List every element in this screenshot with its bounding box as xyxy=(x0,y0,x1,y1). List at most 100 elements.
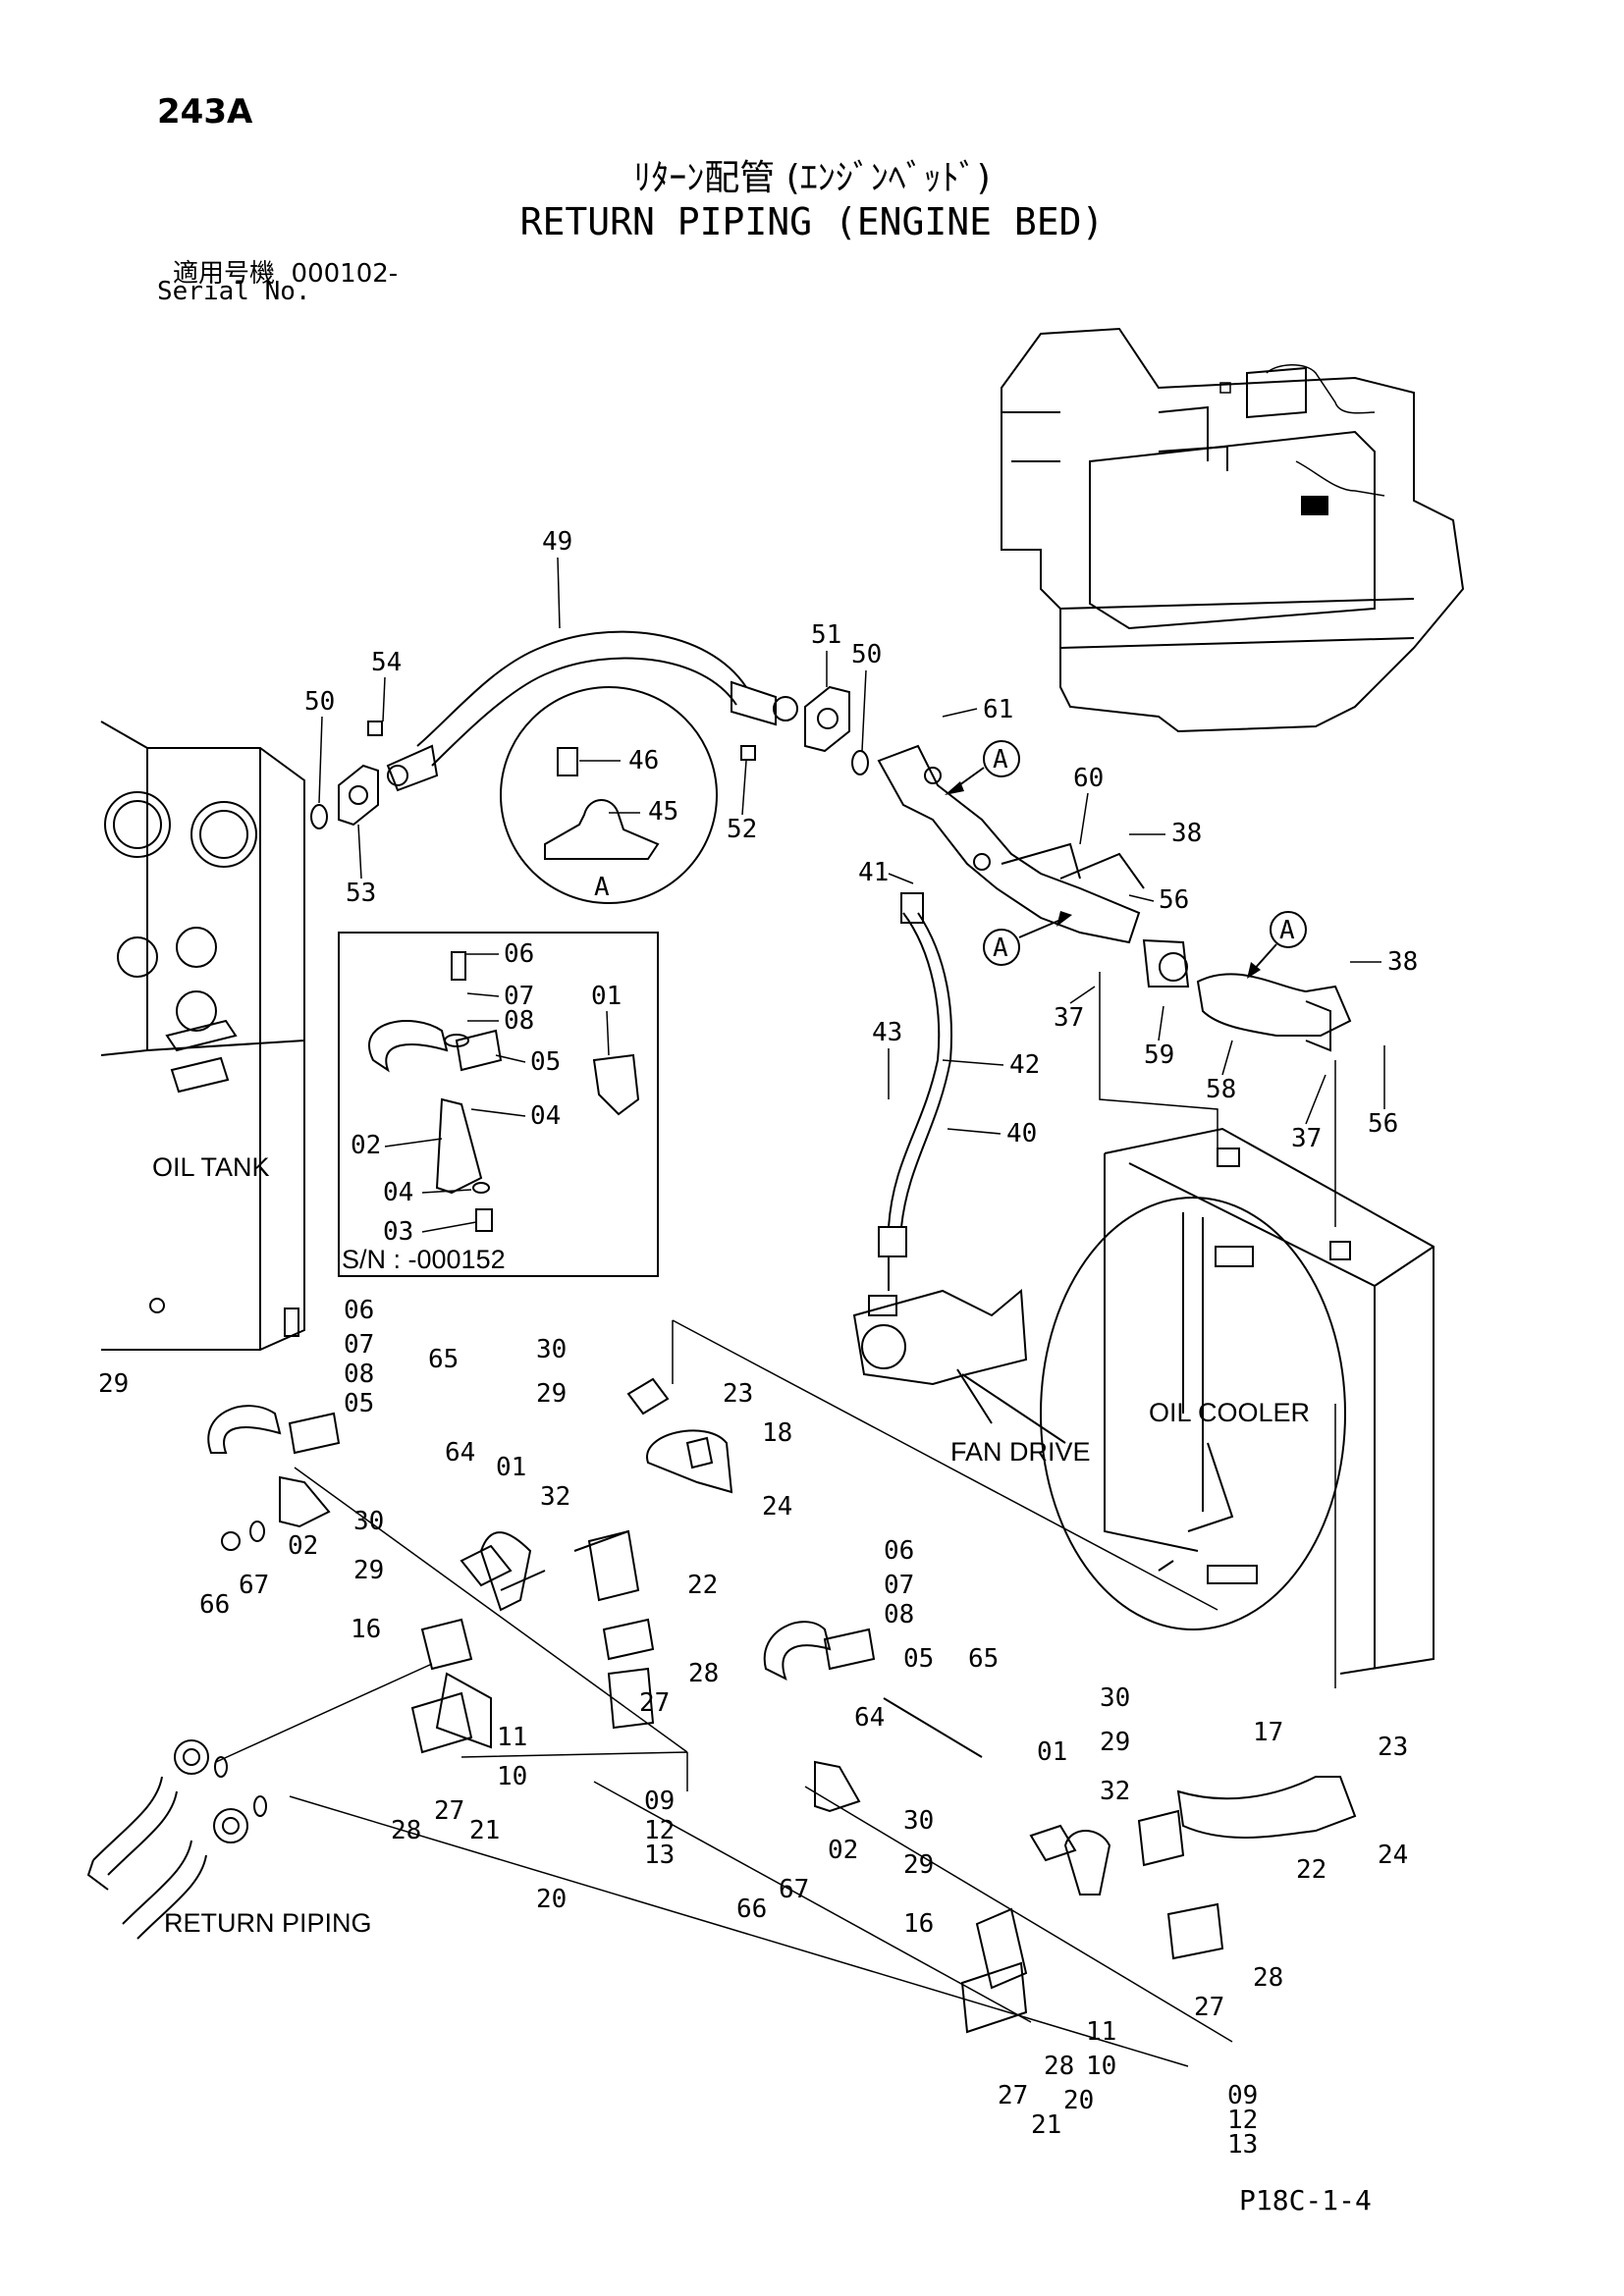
detail-view-a: A 46 45 xyxy=(500,686,718,904)
callout-13: 13 xyxy=(644,1841,675,1870)
callout-56: 56 xyxy=(1368,1109,1398,1139)
flange-51 xyxy=(740,685,869,775)
return-piping-bottom: RETURN PIPING xyxy=(86,1739,372,1940)
callout-04: 04 xyxy=(530,1101,561,1131)
flange-53 xyxy=(310,721,383,829)
callout-28: 28 xyxy=(1044,2052,1074,2081)
callout-37: 37 xyxy=(1054,1003,1084,1033)
callout-41: 41 xyxy=(858,858,889,887)
clamp-assembly-left xyxy=(207,1308,341,1551)
callout-12: 12 xyxy=(644,1816,675,1845)
pipe-assembly-60 xyxy=(877,744,1145,944)
callout-42: 42 xyxy=(1009,1050,1040,1080)
callout-38: 38 xyxy=(1171,819,1202,848)
callout-29: 29 xyxy=(536,1379,567,1409)
callout-03: 03 xyxy=(383,1217,413,1247)
view-marker-a-3: A xyxy=(1247,911,1307,979)
hose-40 xyxy=(878,892,953,1291)
callout-29: 29 xyxy=(903,1850,934,1880)
svg-text:A: A xyxy=(993,745,1008,774)
callout-67: 67 xyxy=(239,1571,269,1600)
callout-64: 64 xyxy=(445,1438,475,1468)
callout-30: 30 xyxy=(903,1806,934,1836)
callout-58: 58 xyxy=(1206,1075,1236,1104)
callout-18: 18 xyxy=(762,1418,792,1448)
callout-01: 01 xyxy=(1037,1737,1067,1767)
callout-27: 27 xyxy=(1194,1993,1224,2022)
callout-66: 66 xyxy=(736,1895,767,1924)
callout-49: 49 xyxy=(542,527,572,557)
view-marker-a-2: A xyxy=(983,911,1072,966)
clamp-pipe-center xyxy=(410,1377,733,1754)
callout-22: 22 xyxy=(687,1571,718,1600)
callout-24: 24 xyxy=(1378,1841,1408,1870)
callout-37: 37 xyxy=(1291,1124,1322,1153)
callout-65: 65 xyxy=(968,1644,999,1674)
callout-30: 30 xyxy=(536,1335,567,1364)
callout-12: 12 xyxy=(1227,2106,1258,2135)
callout-23: 23 xyxy=(723,1379,753,1409)
oil-cooler: OIL COOLER xyxy=(1040,1127,1435,1675)
callout-32: 32 xyxy=(1100,1777,1130,1806)
callout-56: 56 xyxy=(1159,885,1189,915)
callout-08: 08 xyxy=(884,1600,914,1629)
callout-01: 01 xyxy=(591,982,622,1011)
callout-16: 16 xyxy=(903,1909,934,1939)
label-fan-drive: FAN DRIVE xyxy=(950,1437,1091,1467)
callout-10: 10 xyxy=(1086,2052,1116,2081)
leader-routing-lines xyxy=(215,972,1336,2067)
callout-50: 50 xyxy=(304,687,335,717)
callout-11: 11 xyxy=(1086,2017,1116,2047)
callout-29: 29 xyxy=(98,1369,129,1399)
callout-08: 08 xyxy=(344,1360,374,1389)
pipe-assembly-58 xyxy=(1142,938,1352,1052)
callout-30: 30 xyxy=(353,1507,384,1536)
callout-52: 52 xyxy=(727,815,757,844)
callout-labels: 49 54 50 53 51 50 52 61 60 38 41 56 38 3… xyxy=(98,527,1418,2160)
engine-block xyxy=(1001,327,1465,733)
callout-45: 45 xyxy=(648,797,678,827)
serial-label-en: Serial No. xyxy=(157,277,311,306)
callout-01: 01 xyxy=(496,1453,526,1482)
clamp-assembly-right xyxy=(763,1560,1357,2034)
callout-28: 28 xyxy=(391,1816,421,1845)
callout-13: 13 xyxy=(1227,2130,1258,2160)
callout-21: 21 xyxy=(1031,2110,1061,2140)
oil-tank: OIL TANK xyxy=(100,721,305,1351)
callout-11: 11 xyxy=(497,1723,527,1752)
callout-21: 21 xyxy=(469,1816,500,1845)
callout-67: 67 xyxy=(779,1875,809,1904)
callout-30: 30 xyxy=(1100,1683,1130,1713)
callout-04: 04 xyxy=(383,1178,413,1207)
callout-05: 05 xyxy=(903,1644,934,1674)
callout-22: 22 xyxy=(1296,1855,1326,1885)
callout-50: 50 xyxy=(851,640,882,669)
callout-05: 05 xyxy=(530,1047,561,1077)
callout-29: 29 xyxy=(353,1556,384,1585)
callout-32: 32 xyxy=(540,1482,570,1512)
page-code: P18C-1-4 xyxy=(1239,2184,1372,2216)
callout-06: 06 xyxy=(344,1296,374,1325)
callout-06: 06 xyxy=(504,939,534,969)
callout-43: 43 xyxy=(872,1018,902,1047)
svg-text:A: A xyxy=(1279,916,1295,945)
view-marker-a-1: A xyxy=(945,740,1020,795)
callout-09: 09 xyxy=(1227,2081,1258,2110)
callout-24: 24 xyxy=(762,1492,792,1522)
callout-07: 07 xyxy=(344,1330,374,1360)
callout-08: 08 xyxy=(504,1006,534,1036)
callout-53: 53 xyxy=(346,879,376,908)
fan-drive: FAN DRIVE xyxy=(852,1288,1091,1467)
callout-20: 20 xyxy=(536,1885,567,1914)
inset-serial-note: S/N : -000152 xyxy=(342,1245,506,1274)
callout-65: 65 xyxy=(428,1345,459,1374)
callout-28: 28 xyxy=(1253,1963,1283,1993)
serial-applicability: 適用号機 000102- xyxy=(173,253,398,290)
callout-66: 66 xyxy=(199,1590,230,1620)
inset-early-serial: S/N : -000152 xyxy=(338,932,659,1277)
serial-label-jp: 適用号機 xyxy=(173,259,276,289)
label-oil-cooler: OIL COOLER xyxy=(1149,1398,1310,1427)
callout-27: 27 xyxy=(639,1688,670,1718)
callout-06: 06 xyxy=(884,1536,914,1566)
